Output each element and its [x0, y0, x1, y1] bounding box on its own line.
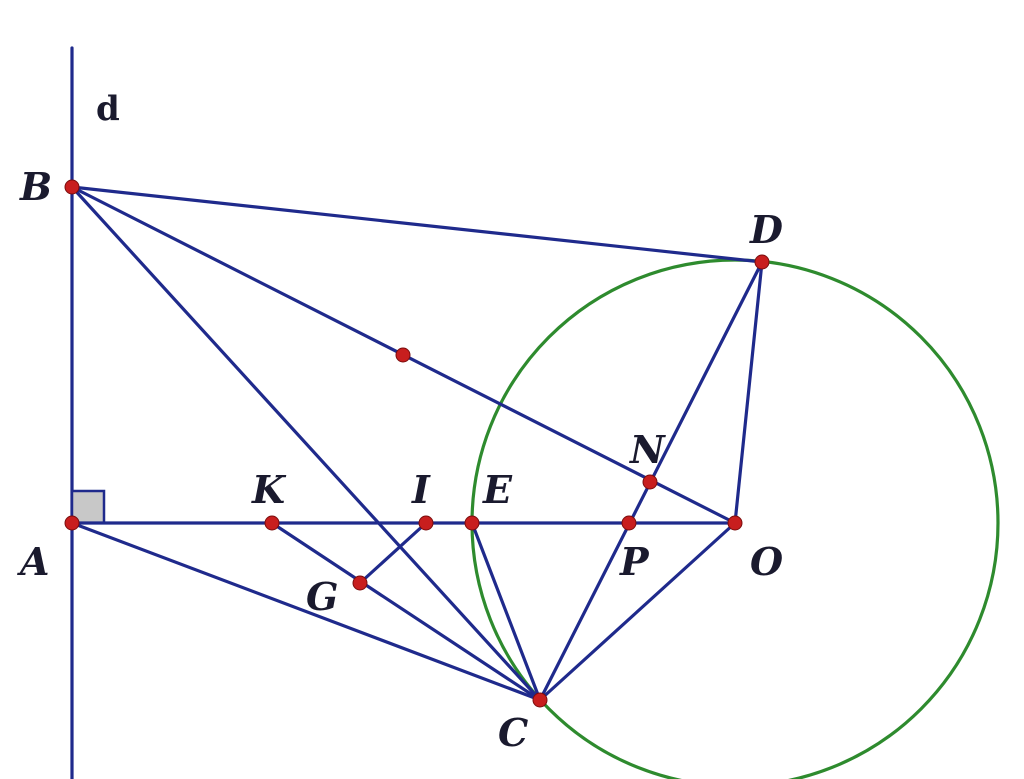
segment-do	[733, 260, 764, 525]
point-p	[621, 515, 637, 531]
label-g: G	[306, 574, 338, 619]
label-a: A	[17, 539, 49, 584]
point-g	[352, 575, 368, 591]
segment-bd	[70, 185, 764, 264]
label-line-d: d	[96, 89, 120, 129]
segment-co	[538, 521, 737, 702]
label-n: N	[629, 427, 666, 472]
point-midpoint-bo	[395, 347, 411, 363]
segment-gi	[358, 521, 428, 585]
point-o	[727, 515, 743, 531]
point-b	[64, 179, 80, 195]
label-k: K	[251, 467, 287, 512]
point-a	[64, 515, 80, 531]
segment-bc	[70, 185, 542, 702]
label-e: E	[482, 467, 513, 512]
point-e	[464, 515, 480, 531]
segment-ec	[470, 521, 542, 702]
point-n	[642, 474, 658, 490]
point-d	[754, 254, 770, 270]
label-b: B	[19, 164, 52, 209]
label-p: P	[619, 539, 650, 584]
point-i	[418, 515, 434, 531]
segment-kc	[270, 521, 542, 702]
point-k	[264, 515, 280, 531]
label-d: D	[749, 207, 783, 252]
label-c: C	[498, 710, 528, 755]
label-o: O	[750, 539, 783, 584]
segment-ac	[70, 521, 542, 702]
label-i: I	[411, 467, 431, 512]
point-c	[532, 692, 548, 708]
